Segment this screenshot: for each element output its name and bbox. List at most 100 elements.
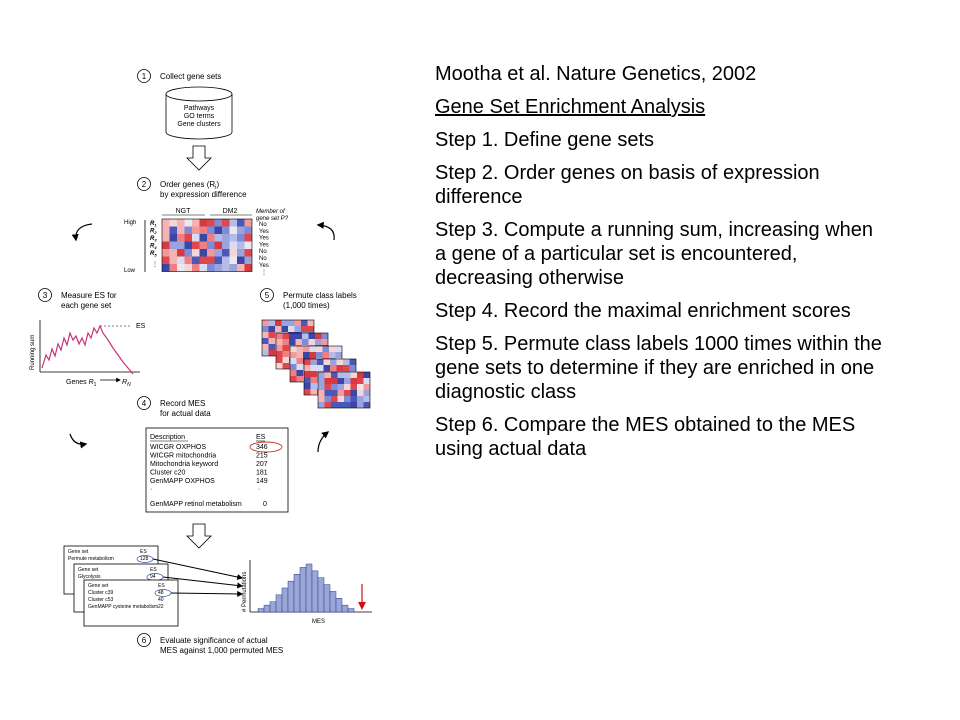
svg-text:40: 40 [158,597,164,603]
svg-text:94: 94 [150,574,156,580]
hist-xlabel: MES [312,619,325,625]
citation: Mootha et al. Nature Genetics, 2002 [435,63,757,85]
membership-ellipsis: ⋮ [261,270,267,276]
es-max-highlight [249,441,283,453]
step6-number-circle [137,633,151,647]
step5-label-1: Permute class labels [283,291,357,300]
membership-value: Yes [259,263,269,269]
low-label: Low [124,268,136,274]
step4-number-circle [137,396,151,410]
histogram-bar [311,570,319,613]
step-4-text: Step 4. Record the maximal enrichment sc… [435,300,851,322]
step2-number-circle [137,177,151,191]
histogram-bar [329,591,337,613]
svg-text:48: 48 [158,590,164,596]
svg-text:GenMAPP cysteine metabolism: GenMAPP cysteine metabolism [88,604,158,610]
step2-label-1: Order genes (Ri) [160,180,219,191]
step3-number: 3 [43,291,48,300]
histogram-bar [257,608,265,613]
svg-text:Cluster c53: Cluster c53 [88,597,114,603]
es-row-val: 149 [256,478,268,485]
histogram-bar [305,563,313,613]
membership-value: Yes [259,229,269,235]
es-dots-2: · [258,486,260,493]
step1-group: 1 Collect gene sets Pathways GO terms Ge… [137,69,233,171]
es-row-desc: WICGR OXPHOS [150,444,206,451]
svg-text:128: 128 [140,556,149,562]
histogram-bar [347,608,355,613]
gene-row-label: R4 [150,244,157,251]
es-row-val: 346 [256,444,268,451]
curved-arrow-bottom-right [317,431,330,453]
step2-group: 2 Order genes (Ri) by expression differe… [71,177,335,276]
svg-text:Gene set: Gene set [88,583,109,589]
histogram-bar [323,584,331,613]
histogram-bar [275,594,283,613]
step4-label-1: Record MES [160,399,205,408]
histogram-bar [293,574,301,613]
step3-group: 3 Measure ES for each gene set Running s… [30,288,146,388]
es-row-val: 207 [256,461,268,468]
gene-sets-database: Pathways GO terms Gene clusters [165,86,233,140]
step6-label-2: MES against 1,000 permuted MES [160,646,283,655]
running-sum-curve [41,324,134,375]
heatmap-cells [161,218,253,272]
es-last-val: 0 [263,501,267,508]
step4-group: 4 Record MES for actual data Description… [69,396,330,549]
step5-group: 5 Permute class labels (1,000 times) [260,288,371,409]
svg-text:Cluster c39: Cluster c39 [88,590,114,596]
svg-text:Gene set: Gene set [78,567,99,573]
es-row-desc: WICGR mitochondria [150,453,216,460]
row-label-ellipsis: ⋮ [152,262,158,268]
step5-number-circle [260,288,274,302]
es-row-val: 215 [256,453,268,460]
membership-value: Yes [259,242,269,248]
genes-axis-label: Genes R1 [66,379,97,388]
membership-value: No [259,222,267,228]
step6-number: 6 [142,636,147,645]
step1-label: Collect gene sets [160,72,221,81]
es-table-es-header: ES [256,434,266,441]
es-last-desc: GenMAPP retinol metabolism [150,501,242,508]
dm2-label: DM2 [223,208,238,215]
svg-text:22: 22 [158,604,164,610]
histogram-bar [281,587,289,613]
membership-value: No [259,249,267,255]
step-3-text: Step 3. Compute a running sum, increasin… [435,219,874,289]
step-1-text: Step 1. Define gene sets [435,129,655,151]
permutation-histogram [257,563,355,613]
cyl-gene-clusters: Gene clusters [177,121,221,128]
notes-title: Gene Set Enrichment Analysis [435,96,706,118]
curved-arrow-left [71,223,93,242]
cyl-go-terms: GO terms [184,113,215,120]
step2-number: 2 [142,180,147,189]
membership-value: No [259,256,267,262]
es-dots-1: · [150,486,152,493]
es-row-desc: Cluster c20 [150,470,186,477]
svg-text:Glycolysis: Glycolysis [78,574,101,580]
histogram-bar [299,567,307,613]
step1-number: 1 [142,72,147,81]
es-label: ES [136,323,146,330]
histogram-bar [287,580,295,613]
down-arrow-2 [186,523,212,549]
notes-panel: Mootha et al. Nature Genetics, 2002 Gene… [435,62,885,470]
histogram-bar [269,601,277,613]
step4-label-2: for actual data [160,409,211,418]
step4-number: 4 [142,399,147,408]
histogram-bar [317,577,325,613]
svg-text:ES: ES [158,583,165,589]
es-row-desc: Mitochondria keyword [150,461,218,468]
rn-label: RN [122,379,131,388]
histogram-bar [341,604,349,613]
step5-number: 5 [265,291,270,300]
histogram-bar [263,604,271,613]
down-arrow-1 [186,145,212,171]
ngt-label: NGT [176,208,192,215]
step3-number-circle [38,288,52,302]
step6-label-1: Evaluate significance of actual [160,636,268,645]
